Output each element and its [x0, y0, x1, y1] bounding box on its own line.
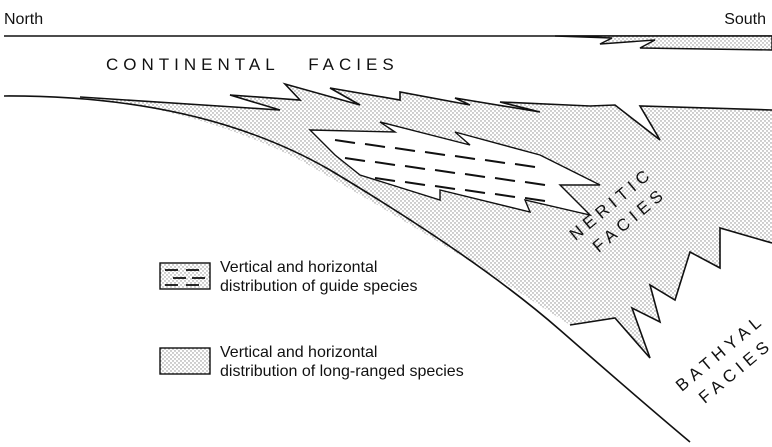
continental-facies-label: CONTINENTAL FACIES — [106, 55, 399, 74]
north-label: North — [4, 11, 43, 28]
legend-long-line2: distribution of long-ranged species — [220, 363, 464, 380]
legend-guide-species: Vertical and horizontal distribution of … — [160, 259, 417, 295]
legend-long-line1: Vertical and horizontal — [220, 344, 377, 361]
marine-stippled-body — [80, 84, 772, 358]
bathyal-facies-label: BATHYAL FACIES — [672, 310, 772, 414]
legend-long-ranged-swatch — [160, 348, 210, 374]
south-label: South — [724, 11, 766, 28]
legend-long-ranged-species: Vertical and horizontal distribution of … — [160, 344, 464, 380]
legend-guide-line2: distribution of guide species — [220, 278, 417, 295]
legend-guide-line1: Vertical and horizontal — [220, 259, 377, 276]
upper-south-wedge — [555, 36, 772, 50]
